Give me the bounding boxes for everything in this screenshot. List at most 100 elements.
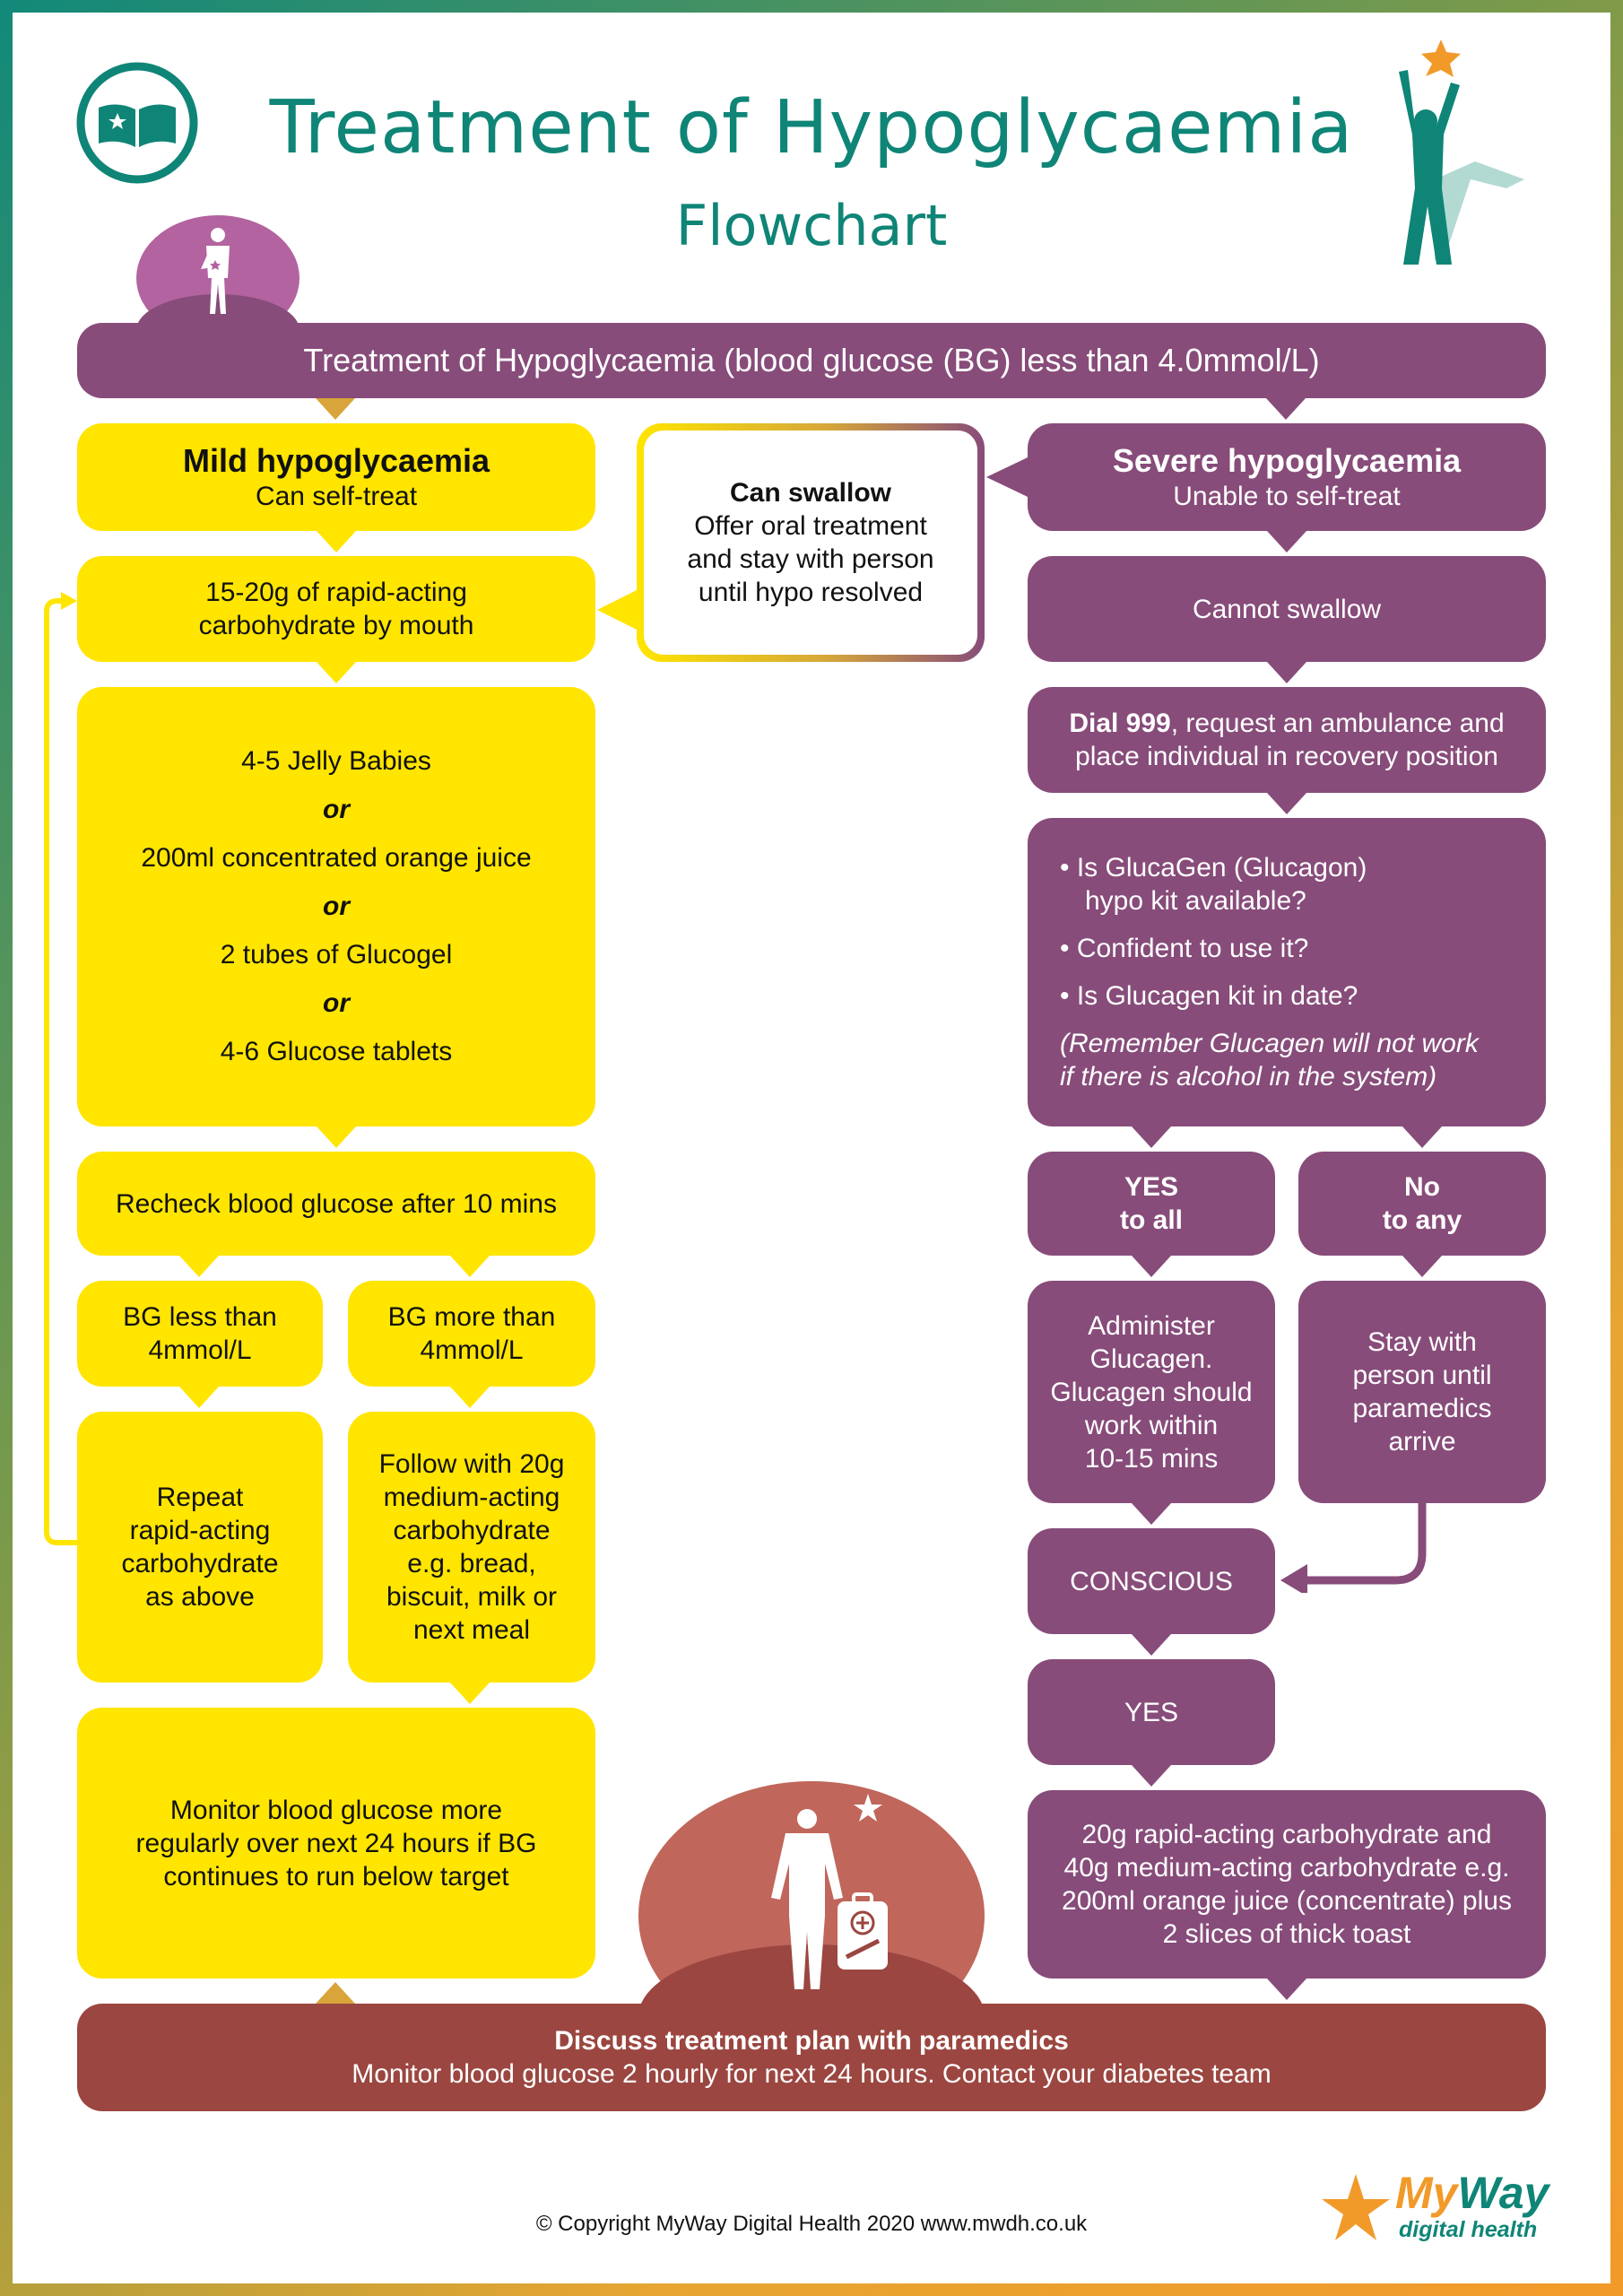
administer-line2: Glucagen. bbox=[1089, 1344, 1213, 1374]
option-orange-juice: 200ml concentrated orange juice bbox=[141, 843, 532, 873]
person-star-icon bbox=[1372, 36, 1533, 269]
yes-text: YES bbox=[1124, 1697, 1179, 1727]
follow-line2: medium-acting bbox=[383, 1483, 560, 1512]
dial-999-rest: , request an ambulance and bbox=[1170, 709, 1505, 738]
pointer bbox=[1267, 1979, 1306, 2000]
banner-pointer-left bbox=[316, 398, 355, 420]
monitor-line2: regularly over next 24 hours if BG bbox=[135, 1828, 537, 1858]
carb-line1: 20g rapid-acting carbohydrate and bbox=[1081, 1820, 1492, 1849]
repeat-line1: Repeat bbox=[156, 1483, 244, 1512]
stay-to-conscious-arrow bbox=[1273, 1503, 1435, 1596]
yes-to-all-line1: YES bbox=[1124, 1172, 1179, 1202]
pointer bbox=[179, 1256, 219, 1277]
person-first-aid-icon bbox=[638, 1781, 985, 2088]
bg-less-line2: 4mmol/L bbox=[148, 1335, 252, 1365]
rapid-carb-line2: carbohydrate by mouth bbox=[198, 611, 474, 640]
copyright-text: © Copyright MyWay Digital Health 2020 ww… bbox=[535, 2212, 1088, 2236]
stay-line4: arrive bbox=[1388, 1427, 1456, 1457]
rapid-carb-box: 15-20g of rapid-acting carbohydrate by m… bbox=[77, 556, 595, 662]
can-swallow-line1: Offer oral treatment bbox=[694, 511, 927, 541]
bg-more-line2: 4mmol/L bbox=[420, 1335, 524, 1365]
administer-line3: Glucagen should bbox=[1050, 1377, 1253, 1407]
severe-hypo-box: Severe hypoglycaemia Unable to self-trea… bbox=[1028, 423, 1546, 531]
carb-line3: 200ml orange juice (concentrate) plus bbox=[1062, 1886, 1512, 1916]
pointer bbox=[1402, 1126, 1442, 1148]
conscious-box: CONSCIOUS bbox=[1028, 1528, 1275, 1634]
repeat-line3: carbohydrate bbox=[121, 1549, 279, 1578]
administer-line4: work within bbox=[1084, 1410, 1219, 1440]
mild-hypo-subtitle: Can self-treat bbox=[255, 482, 418, 511]
option-glucose-tablets: 4-6 Glucose tablets bbox=[220, 1037, 453, 1066]
follow-line3: carbohydrate bbox=[393, 1516, 551, 1545]
recheck-text: Recheck blood glucose after 10 mins bbox=[116, 1188, 557, 1219]
option-or: or bbox=[323, 795, 350, 824]
mild-hypo-box: Mild hypoglycaemia Can self-treat bbox=[77, 423, 595, 531]
yes-to-all-line2: to all bbox=[1119, 1205, 1183, 1235]
follow-line1: Follow with 20g bbox=[378, 1449, 565, 1479]
pointer bbox=[450, 1683, 490, 1704]
book-logo-icon bbox=[75, 61, 199, 185]
myway-logo: MyWay digital health bbox=[1320, 2167, 1553, 2248]
repeat-box: Repeat rapid-acting carbohydrate as abov… bbox=[77, 1412, 323, 1683]
follow-line5: biscuit, milk or bbox=[386, 1582, 558, 1612]
pointer bbox=[317, 662, 356, 683]
banner-text: Treatment of Hypoglycaemia (blood glucos… bbox=[303, 342, 1320, 378]
cannot-swallow-text: Cannot swallow bbox=[1192, 594, 1382, 624]
bg-less-line1: BG less than bbox=[123, 1302, 277, 1332]
pointer bbox=[450, 1387, 490, 1408]
can-swallow-box: Can swallow Offer oral treatment and sta… bbox=[644, 430, 977, 655]
logo-brand-my: My bbox=[1395, 2168, 1458, 2218]
pointer bbox=[179, 1387, 219, 1408]
alcohol-note-line1: (Remember Glucagen will not work bbox=[1060, 1029, 1479, 1058]
bg-more-line1: BG more than bbox=[387, 1302, 556, 1332]
stay-line3: paramedics bbox=[1352, 1394, 1492, 1423]
no-to-any-box: No to any bbox=[1298, 1152, 1546, 1256]
dial-999-line2: place individual in recovery position bbox=[1075, 742, 1498, 771]
alcohol-note-line2: if there is alcohol in the system) bbox=[1060, 1062, 1437, 1091]
question-confident: • Confident to use it? bbox=[1060, 934, 1309, 963]
can-swallow-line3: until hypo resolved bbox=[698, 578, 924, 607]
pointer bbox=[1267, 793, 1306, 814]
administer-line5: 10-15 mins bbox=[1084, 1443, 1219, 1474]
repeat-line4: as above bbox=[145, 1582, 255, 1612]
pointer bbox=[1132, 1765, 1171, 1787]
banner-pointer-right bbox=[1266, 398, 1306, 420]
option-or: or bbox=[323, 891, 350, 921]
person-figure-icon bbox=[136, 215, 299, 366]
bg-less-box: BG less than 4mmol/L bbox=[77, 1281, 323, 1387]
options-box: 4-5 Jelly Babies or 200ml concentrated o… bbox=[77, 687, 595, 1126]
pointer bbox=[317, 1126, 356, 1148]
logo-tagline: digital health bbox=[1399, 2217, 1538, 2242]
follow-box: Follow with 20g medium-acting carbohydra… bbox=[348, 1412, 595, 1683]
paramedics-line: Monitor blood glucose 2 hourly for next … bbox=[352, 2059, 1271, 2089]
recheck-box: Recheck blood glucose after 10 mins bbox=[77, 1152, 595, 1256]
question-available: • Is GlucaGen (Glucagon) bbox=[1060, 853, 1367, 883]
pointer bbox=[317, 531, 356, 552]
cannot-swallow-box: Cannot swallow bbox=[1028, 556, 1546, 662]
mild-hypo-title: Mild hypoglycaemia bbox=[182, 442, 490, 479]
pointer bbox=[1402, 1256, 1442, 1277]
stay-with-person-box: Stay with person until paramedics arrive bbox=[1298, 1281, 1546, 1503]
paramedics-box: Discuss treatment plan with paramedics M… bbox=[77, 2004, 1546, 2111]
pointer bbox=[1267, 662, 1306, 683]
option-or: or bbox=[323, 988, 350, 1018]
swallow-pointer-left bbox=[597, 590, 637, 630]
administer-line1: Administer bbox=[1088, 1310, 1215, 1341]
can-swallow-line2: and stay with person bbox=[687, 544, 934, 574]
option-glucogel: 2 tubes of Glucogel bbox=[220, 940, 453, 970]
monitor-line3: continues to run below target bbox=[163, 1861, 509, 1892]
no-to-any-line1: No bbox=[1404, 1172, 1440, 1202]
severe-hypo-subtitle: Unable to self-treat bbox=[1173, 482, 1401, 511]
logo-brand-way: Way bbox=[1457, 2168, 1549, 2218]
carb-follow-up-box: 20g rapid-acting carbohydrate and 40g me… bbox=[1028, 1790, 1546, 1979]
carb-line2: 40g medium-acting carbohydrate e.g. bbox=[1063, 1853, 1510, 1883]
swallow-pointer-right bbox=[986, 457, 1028, 497]
dial-999-bold: Dial 999 bbox=[1069, 709, 1171, 738]
severe-hypo-title: Severe hypoglycaemia bbox=[1112, 442, 1462, 479]
treatment-banner: Treatment of Hypoglycaemia (blood glucos… bbox=[77, 323, 1546, 398]
pointer bbox=[1132, 1126, 1171, 1148]
myway-star-icon bbox=[1320, 2172, 1392, 2244]
administer-glucagen-box: Administer Glucagen. Glucagen should wor… bbox=[1028, 1281, 1275, 1503]
monitor-line1: Monitor blood glucose more bbox=[169, 1795, 503, 1825]
glucagen-questions-box: • Is GlucaGen (Glucagon) hypo kit availa… bbox=[1028, 818, 1546, 1126]
